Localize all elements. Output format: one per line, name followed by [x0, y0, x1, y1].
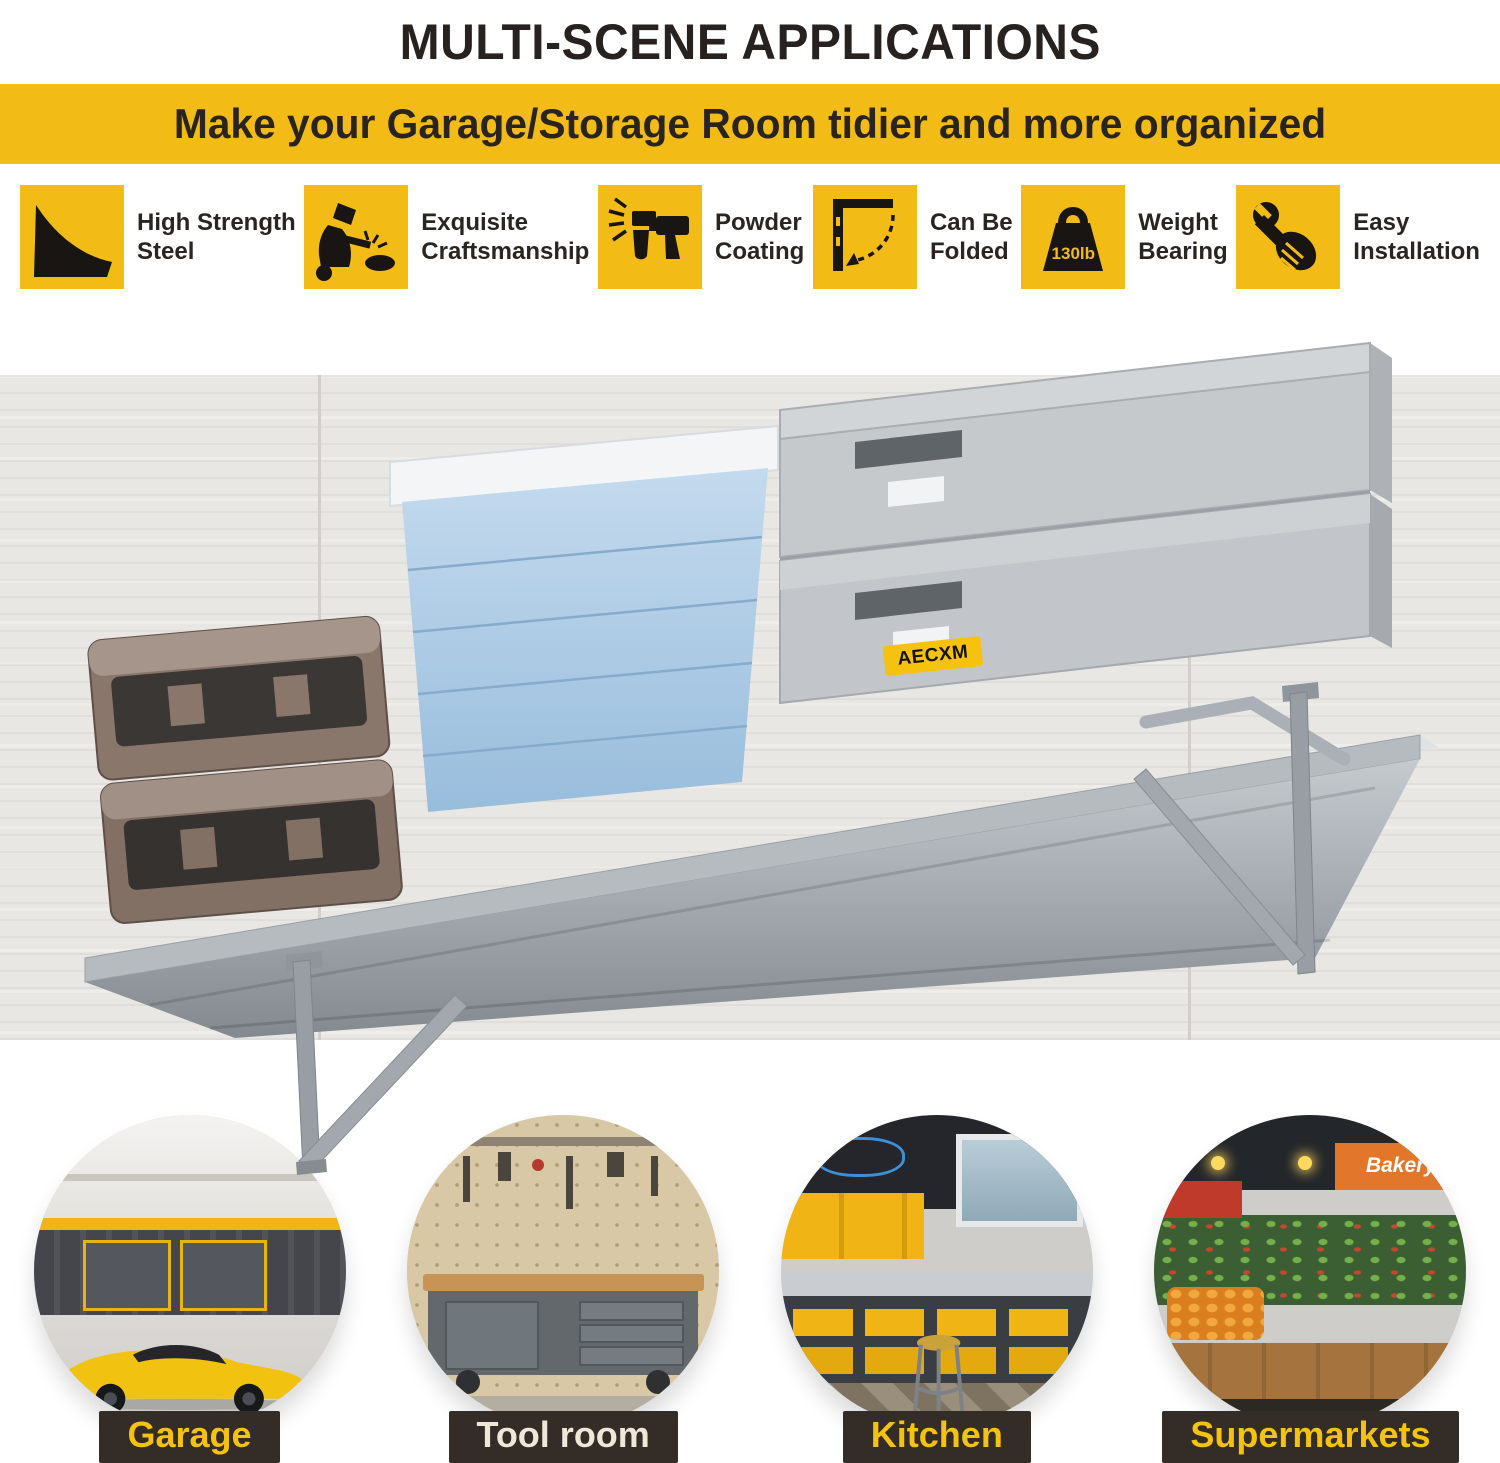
- yellow-drawer: [865, 1346, 925, 1374]
- garage-beam: [33, 1174, 346, 1182]
- tool-room-photo: [407, 1115, 720, 1427]
- hanging-tool: [606, 1152, 624, 1178]
- yellow-drawer: [936, 1308, 997, 1336]
- yellow-drawer: [936, 1346, 997, 1374]
- produce-shelves: [1154, 1214, 1467, 1306]
- welder-icon: [304, 185, 409, 289]
- garage-yellow-trim: [33, 1217, 346, 1231]
- product-photo: AECXM: [0, 310, 1500, 1175]
- hanging-tool: [566, 1155, 574, 1209]
- scene-supermarkets: Bakery Supermarkets: [1143, 1115, 1478, 1463]
- workbench-drawer: [578, 1345, 684, 1366]
- workbench-door: [445, 1301, 540, 1371]
- spray-gun-icon: [597, 185, 702, 289]
- subtitle-banner: Make your Garage/Storage Room tidier and…: [0, 84, 1500, 164]
- feature-label: Weight Bearing: [1138, 208, 1228, 265]
- feature-high-strength-steel: High Strength Steel: [20, 185, 296, 289]
- feature-label: Can Be Folded: [929, 208, 1013, 265]
- orange-fruit-bin: [1166, 1286, 1264, 1340]
- yellow-drawer: [1008, 1346, 1068, 1374]
- feature-label: Easy Installation: [1353, 208, 1480, 265]
- scene-tool-room: Tool room: [396, 1115, 731, 1463]
- yellow-drawer: [865, 1308, 925, 1336]
- scene-label-tool-room: Tool room: [448, 1411, 678, 1463]
- scene-garage: Garage: [22, 1115, 357, 1463]
- workbench-drawer: [578, 1323, 684, 1344]
- scene-label-supermarkets: Supermarkets: [1162, 1411, 1459, 1463]
- scene-label-garage: Garage: [99, 1411, 280, 1463]
- kitchen-photo: [780, 1115, 1093, 1427]
- workbench-top: [422, 1274, 704, 1291]
- feature-label: Exquisite Craftsmanship: [421, 208, 590, 265]
- bar-stool: [912, 1334, 965, 1412]
- feature-can-be-folded: Can Be Folded: [812, 185, 1013, 289]
- caster-wheel: [645, 1370, 670, 1395]
- feature-exquisite-craftsmanship: Exquisite Craftsmanship: [304, 185, 589, 289]
- yellow-drawer: [1008, 1308, 1068, 1336]
- kitchen-window: [956, 1133, 1084, 1227]
- ceiling-light: [1210, 1155, 1225, 1170]
- bakery-sign: Bakery: [1335, 1143, 1467, 1190]
- feature-label: High Strength Steel: [137, 208, 296, 265]
- neon-sign: [815, 1136, 906, 1178]
- wrench-hand-icon: [1236, 185, 1341, 289]
- weight-icon: 130lb: [1021, 185, 1126, 289]
- tool-rail: [407, 1136, 720, 1146]
- garage-cabinet-door: [83, 1239, 171, 1312]
- folding-bracket-icon: [812, 185, 917, 289]
- ceiling-light: [1297, 1155, 1312, 1170]
- hanging-tool: [497, 1152, 511, 1181]
- workbench: [422, 1274, 704, 1395]
- kitchen-counter: [780, 1271, 1093, 1296]
- feature-easy-installation: Easy Installation: [1236, 185, 1480, 289]
- yellow-upper-cabinets: [780, 1193, 925, 1259]
- feature-row: High Strength Steel Exquisite: [0, 164, 1500, 310]
- hanging-tool: [531, 1158, 544, 1171]
- page-title: MULTI-SCENE APPLICATIONS: [399, 14, 1101, 70]
- hanging-tool: [463, 1155, 471, 1203]
- garage-cabinet-door: [180, 1239, 268, 1312]
- hanging-tool: [650, 1155, 658, 1197]
- steel-sheet-icon: [20, 185, 124, 289]
- caster-wheel: [456, 1370, 481, 1395]
- workbench-drawer: [578, 1301, 684, 1321]
- feature-label: Powder Coating: [714, 208, 805, 265]
- scene-label-kitchen: Kitchen: [842, 1411, 1031, 1463]
- subtitle-text: Make your Garage/Storage Room tidier and…: [173, 100, 1327, 147]
- red-sign: [1163, 1180, 1242, 1218]
- feature-powder-coating: Powder Coating: [597, 185, 805, 289]
- yellow-drawer: [793, 1346, 853, 1374]
- wall-seam: [1188, 375, 1191, 1040]
- feature-weight-bearing: 130lb Weight Bearing: [1021, 185, 1228, 289]
- scene-kitchen: Kitchen: [769, 1115, 1104, 1463]
- yellow-sports-car: [52, 1345, 315, 1412]
- application-scenes: Garage: [0, 1105, 1500, 1463]
- yellow-drawer: [793, 1308, 853, 1336]
- header: MULTI-SCENE APPLICATIONS: [0, 0, 1500, 84]
- wall-shelf-illustration: [84, 341, 1438, 1175]
- garage-photo: [33, 1115, 346, 1427]
